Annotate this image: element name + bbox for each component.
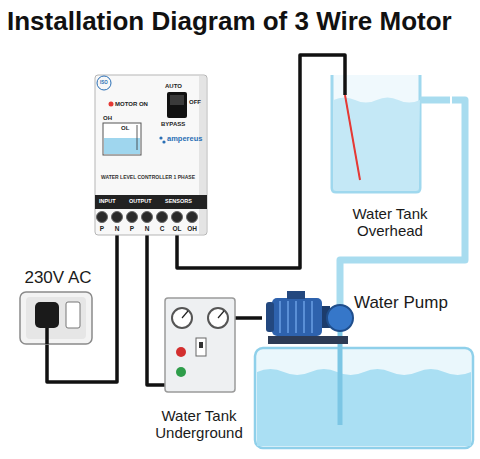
- suction-pipe: [338, 330, 343, 425]
- socket-switch: [66, 302, 80, 328]
- terminal-screw: [142, 212, 153, 223]
- pump-drawing: [266, 283, 353, 344]
- motor-body: [272, 298, 322, 336]
- node-text: WATER LEVEL CONTROLLER 1 PHASE: [101, 175, 195, 181]
- rocker-top: [170, 95, 184, 105]
- terminal-screw: [187, 212, 198, 223]
- node-text: OL: [121, 125, 129, 132]
- gauge: [172, 308, 192, 328]
- overhead-tank: Water Tank Overhead: [330, 70, 452, 250]
- socket-inner: [26, 297, 86, 339]
- sensor-wire: [177, 55, 345, 268]
- terminal-label: P: [95, 225, 109, 232]
- power-socket: 230V AC: [12, 268, 106, 344]
- overhead-tank-drawing: [332, 70, 450, 192]
- motor-end-cap: [266, 302, 274, 332]
- starter-drawing: [165, 298, 235, 392]
- tank-water: [334, 98, 420, 191]
- terminal-label: P: [125, 225, 139, 232]
- iso-mark: [97, 76, 111, 90]
- outlet-pipe: [337, 283, 344, 305]
- plug-cable: [45, 328, 49, 344]
- starter-panel: [165, 298, 235, 392]
- node-text: ISO: [97, 80, 111, 85]
- node-text: INPUT: [99, 198, 116, 204]
- gauge-needle: [218, 311, 224, 318]
- gauge-needle: [182, 311, 188, 318]
- terminal-screw: [157, 212, 168, 223]
- logo-dot: [159, 136, 162, 139]
- stop-button: [176, 347, 186, 357]
- motor-fin: [279, 301, 281, 333]
- node-text: OUTPUT: [129, 198, 152, 204]
- sensor-wire: [343, 70, 347, 95]
- motor-fin: [287, 301, 289, 333]
- terminal-label: OL: [170, 225, 184, 232]
- mini-water: [104, 138, 140, 154]
- socket-plate: [20, 292, 92, 344]
- node-text: SENSORS: [165, 198, 192, 204]
- node-text: MOTOR ON: [115, 101, 148, 108]
- terminal-label: N: [140, 225, 154, 232]
- tank-glass: [255, 348, 473, 448]
- node-text: ampereus: [167, 135, 202, 144]
- terminal-screw: [112, 212, 123, 223]
- plug-body: [35, 302, 59, 328]
- terminal-label: C: [155, 225, 169, 232]
- motor-fin: [295, 301, 297, 333]
- node-text: AUTO: [165, 83, 182, 90]
- rocker-switch: [167, 92, 187, 118]
- node-text: Water Tank Overhead: [330, 205, 450, 240]
- motor-fin: [303, 301, 305, 333]
- controller-box: MOTOR ONAUTOOFFBYPASSOHOLampereusISOWATE…: [95, 75, 207, 235]
- node-text: 230V AC: [12, 268, 104, 288]
- terminal-band: [95, 195, 207, 209]
- underground-tank-drawing: [255, 330, 473, 448]
- pump-base: [268, 336, 348, 344]
- sensor-probe: [345, 95, 360, 180]
- logo-dot: [162, 140, 165, 143]
- terminal-label: N: [110, 225, 124, 232]
- node-text: OFF: [189, 99, 201, 106]
- start-button: [176, 367, 186, 377]
- controller-drawing: [95, 75, 207, 235]
- terminal-screw: [97, 212, 108, 223]
- mini-probe: [137, 125, 138, 150]
- terminal-box: [287, 291, 305, 299]
- inlet-pipe: [420, 97, 450, 104]
- motor-fin: [311, 301, 313, 333]
- node-text: Water Tank Underground: [145, 407, 253, 442]
- underground-tank: Water Tank Underground: [145, 340, 475, 455]
- motor-on-led: [109, 102, 114, 107]
- water-pump: Water Pump: [262, 283, 462, 345]
- node-text: BYPASS: [161, 121, 185, 128]
- gauge: [208, 308, 228, 328]
- tank-water: [257, 369, 471, 446]
- node-text: Water Pump: [354, 293, 448, 313]
- terminal-screw: [172, 212, 183, 223]
- terminal-screw: [127, 212, 138, 223]
- mcb: [196, 338, 206, 356]
- mini-tank: [103, 123, 141, 155]
- socket-drawing: [20, 292, 92, 344]
- node-text: OH: [103, 115, 112, 122]
- terminal-label: OH: [185, 225, 199, 232]
- pump-volute: [327, 305, 353, 331]
- mcb-lever: [199, 342, 203, 348]
- diagram-title: Installation Diagram of 3 Wire Motor: [7, 6, 452, 37]
- controller-housing: [95, 75, 207, 235]
